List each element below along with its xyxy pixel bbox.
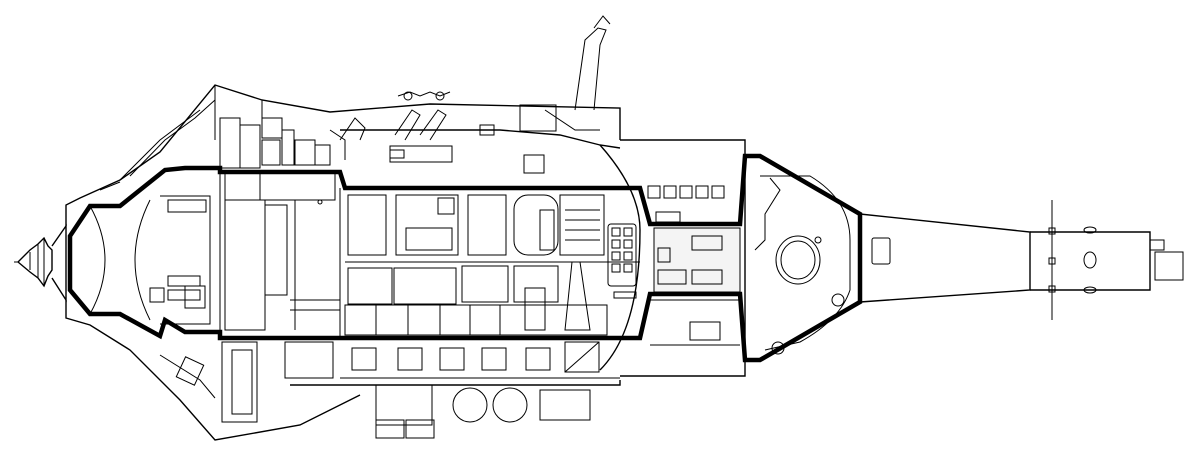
- control-console: [607, 223, 637, 299]
- pressure-hull-outline: [67, 153, 863, 363]
- lower-storage: [175, 341, 600, 439]
- main-crew-compartment: [339, 188, 640, 338]
- rack-module: [620, 139, 746, 377]
- nose-probe: [14, 223, 67, 303]
- aft-pressure-hull: [754, 175, 851, 355]
- tail-boom: [859, 200, 1184, 320]
- upper-equipment: [219, 15, 611, 174]
- forward-compartment: [89, 171, 340, 338]
- outer-hull: [65, 84, 641, 441]
